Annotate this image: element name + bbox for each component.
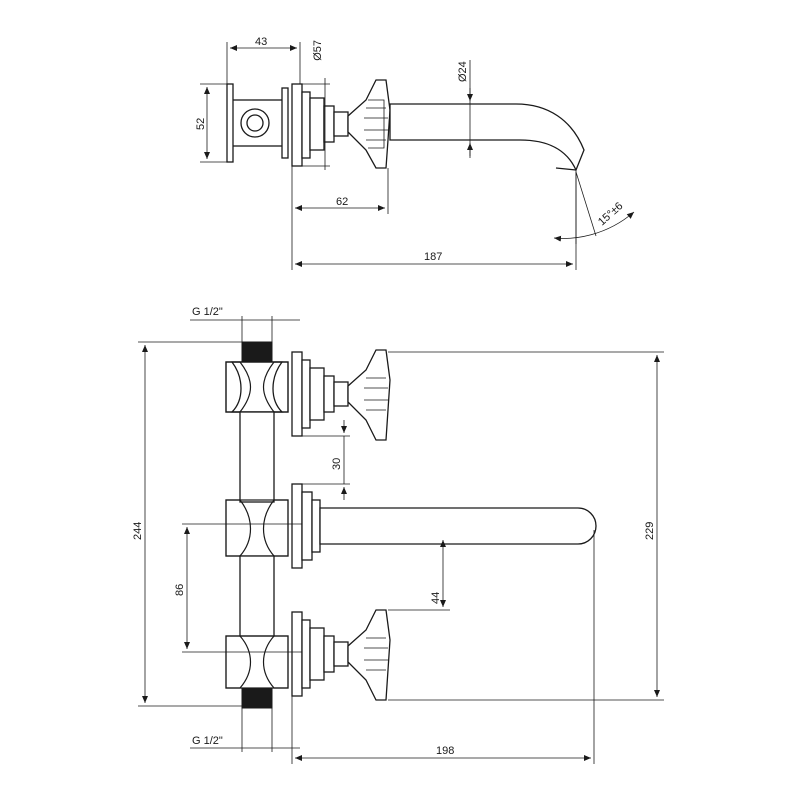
dim-angle-label: 15°±6 — [596, 200, 625, 228]
dim-44: 44 — [388, 540, 450, 611]
dim-86-label: 86 — [174, 584, 186, 596]
dim-187: 187 — [295, 170, 577, 270]
dim-thread-top: G 1/2" — [190, 306, 300, 342]
front-spout — [291, 483, 597, 569]
dim-angle: 15°±6 — [553, 171, 635, 244]
front-bottom-valve — [291, 609, 391, 701]
dim-d24-label: Ø24 — [457, 61, 469, 82]
front-top-valve — [291, 349, 391, 441]
dim-62: 62 — [291, 166, 389, 270]
dim-244-label: 244 — [132, 522, 144, 540]
top-view: 43 Ø57 52 Ø24 62 — [195, 36, 635, 270]
dim-52: 52 — [195, 83, 227, 163]
thread-bottom — [241, 687, 273, 709]
dim-30: 30 — [302, 420, 350, 500]
thread-bottom-label: G 1/2" — [192, 735, 223, 747]
dim-30-label: 30 — [331, 458, 343, 470]
dim-43-label: 43 — [255, 36, 267, 48]
dim-44-label: 44 — [430, 592, 442, 604]
thread-top-label: G 1/2" — [192, 306, 223, 318]
dim-62-label: 62 — [336, 196, 348, 208]
dim-thread-bottom: G 1/2" — [190, 708, 300, 752]
dim-187-label: 187 — [424, 251, 442, 263]
dim-244: 244 — [132, 341, 242, 707]
dim-43: 43 — [226, 36, 301, 84]
dim-198: 198 — [291, 530, 595, 764]
dim-d57: Ø57 — [302, 40, 330, 170]
front-manifold — [225, 341, 289, 709]
dim-52-label: 52 — [195, 118, 207, 130]
thread-top — [241, 341, 273, 363]
dim-229: 229 — [388, 351, 664, 701]
top-flange — [291, 83, 349, 167]
top-body-block — [226, 83, 289, 163]
front-view: G 1/2" G 1/2" 244 86 — [132, 306, 664, 764]
dim-86: 86 — [174, 523, 302, 653]
top-spout — [389, 103, 585, 172]
dim-d24: Ø24 — [457, 60, 473, 158]
dim-198-label: 198 — [436, 745, 454, 757]
dim-d57-label: Ø57 — [312, 40, 324, 61]
dim-229-label: 229 — [644, 522, 656, 540]
top-handle — [347, 79, 391, 169]
